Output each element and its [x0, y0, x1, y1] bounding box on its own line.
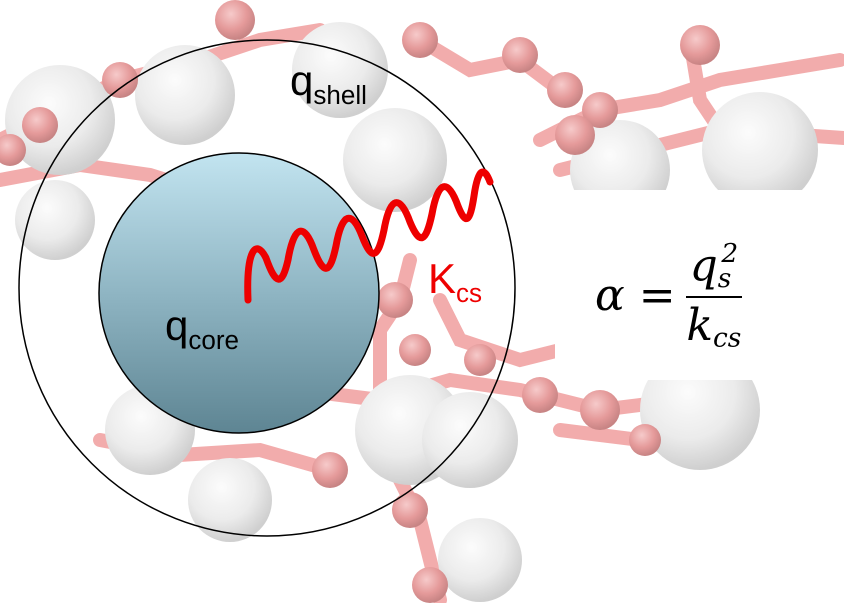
numerator-exponent: 2: [721, 238, 739, 269]
denominator-subscript: cs: [713, 322, 742, 354]
formula-equals: =: [638, 270, 676, 322]
formula-panel: [555, 190, 844, 380]
shell-charge-symbol: q: [290, 57, 314, 104]
lattice-oxygen-atoms: [0, 0, 720, 603]
polarizability-formula: α = qs2 kcs: [595, 238, 743, 354]
shell-charge-subscript: shell: [313, 80, 367, 111]
spring-constant-label: Kcs: [428, 255, 483, 309]
fraction-bar: [685, 296, 743, 299]
core-charge-subscript: core: [188, 325, 239, 356]
shell-circle: [18, 39, 516, 537]
formula-denominator: kcs: [686, 298, 741, 354]
formula-alpha: α: [595, 270, 625, 322]
core-charge-label: qcore: [165, 302, 239, 356]
core-circle: [98, 152, 380, 434]
formula-fraction: qs2 kcs: [685, 238, 743, 354]
numerator-subscript: s: [717, 263, 732, 295]
denominator-symbol: k: [686, 300, 714, 352]
shell-charge-label: qshell: [290, 57, 367, 111]
formula-numerator: qs2: [686, 238, 743, 296]
spring-constant-symbol: K: [428, 255, 457, 302]
spring-constant-subscript: cs: [456, 278, 483, 309]
core-charge-symbol: q: [165, 302, 189, 349]
numerator-symbol: q: [689, 240, 718, 292]
spring-connector: [244, 168, 494, 304]
